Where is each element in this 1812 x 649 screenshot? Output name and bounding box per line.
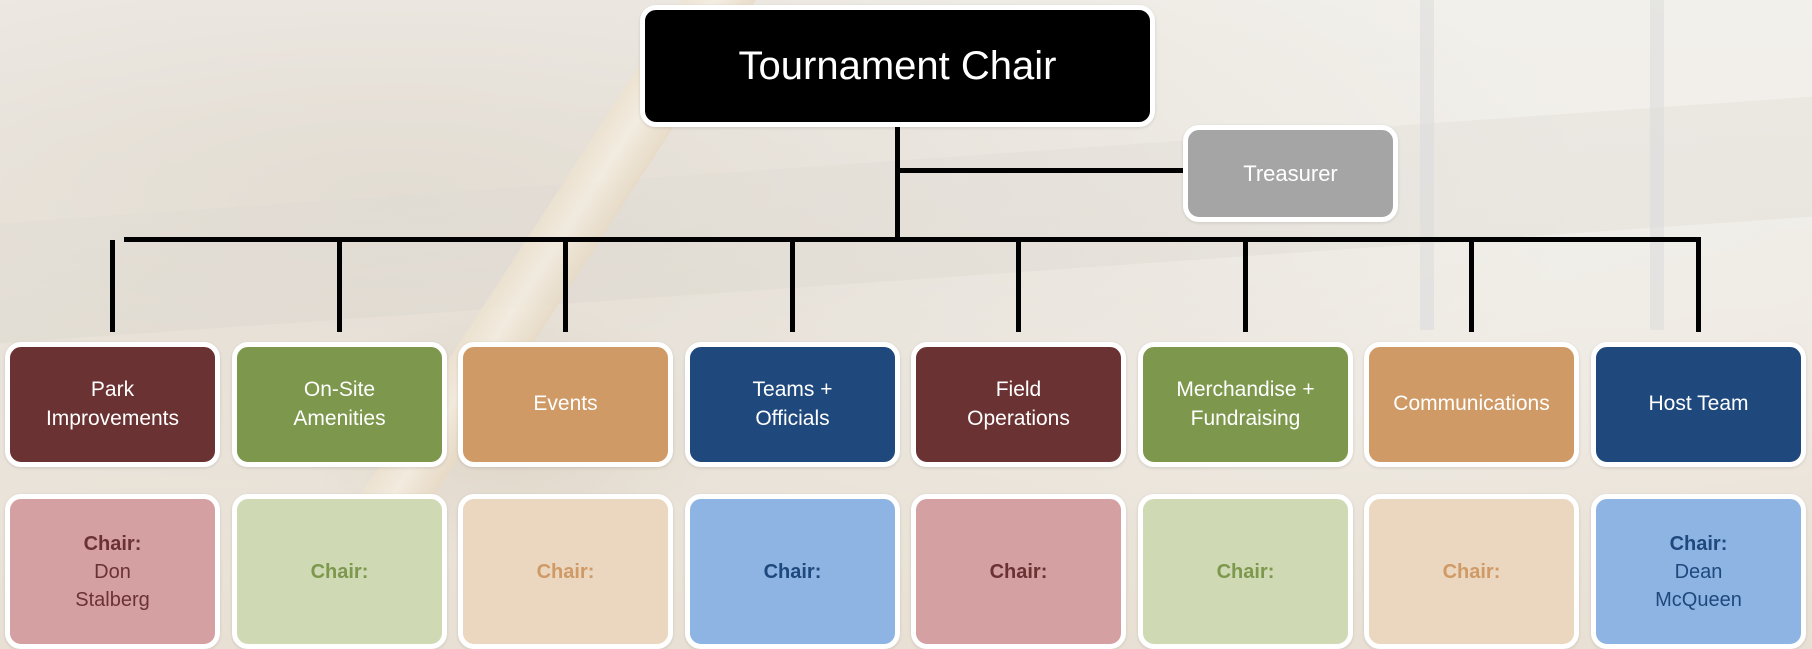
department-name: On-Site Amenities [293, 378, 386, 430]
department-box: Host Team [1591, 342, 1806, 467]
chair-box: Chair: Don Stalberg [5, 494, 220, 649]
fence-post [1650, 0, 1664, 330]
chair-label: Chair: [83, 532, 142, 555]
department-box: Events [458, 342, 673, 467]
chair-box: Chair: [1364, 494, 1579, 649]
connector-drop [110, 240, 115, 332]
department-box: Merchandise + Fundraising [1138, 342, 1353, 467]
department-name: Merchandise + Fundraising [1176, 378, 1315, 430]
chair-box: Chair: [458, 494, 673, 649]
department-box: Field Operations [911, 342, 1126, 467]
department-name: Events [533, 392, 598, 416]
connector-drop [563, 240, 568, 332]
chair-box: Chair: [232, 494, 447, 649]
chair-label: Chair: [1216, 560, 1275, 583]
fence-post [1420, 0, 1434, 330]
chair-label: Chair: [310, 560, 369, 583]
chair-label: Chair: [763, 560, 822, 583]
connector-drop [790, 240, 795, 332]
department-name: Field Operations [967, 378, 1070, 430]
tournament-chair-title: Tournament Chair [738, 43, 1057, 88]
connector-drop [1016, 240, 1021, 332]
chair-label: Chair: [1442, 560, 1501, 583]
department-name: Park Improvements [45, 378, 180, 430]
chair-name: Don Stalberg [75, 560, 150, 611]
chair-label: Chair: [536, 560, 595, 583]
chair-name: Dean McQueen [1655, 560, 1742, 611]
department-box: Park Improvements [5, 342, 220, 467]
connector-horizontal [124, 237, 1701, 242]
tournament-chair-box: Tournament Chair [640, 5, 1155, 127]
connector-drop [1696, 240, 1701, 332]
department-name: Teams + Officials [752, 378, 833, 430]
chair-box: Chair: [685, 494, 900, 649]
chair-label: Chair: [989, 560, 1048, 583]
department-box: Teams + Officials [685, 342, 900, 467]
connector-drop [1469, 240, 1474, 332]
department-name: Communications [1393, 392, 1550, 416]
treasurer-box: Treasurer [1183, 125, 1398, 222]
chair-box: Chair: Dean McQueen [1591, 494, 1806, 649]
chair-box: Chair: [911, 494, 1126, 649]
treasurer-label: Treasurer [1243, 160, 1338, 186]
department-box: Communications [1364, 342, 1579, 467]
connector-drop [337, 240, 342, 332]
department-name: Host Team [1648, 392, 1749, 416]
department-box: On-Site Amenities [232, 342, 447, 467]
connector-trunk [895, 122, 900, 240]
connector-treasurer [897, 168, 1187, 173]
chair-box: Chair: [1138, 494, 1353, 649]
chair-label: Chair: [1669, 532, 1728, 555]
connector-drop [1243, 240, 1248, 332]
